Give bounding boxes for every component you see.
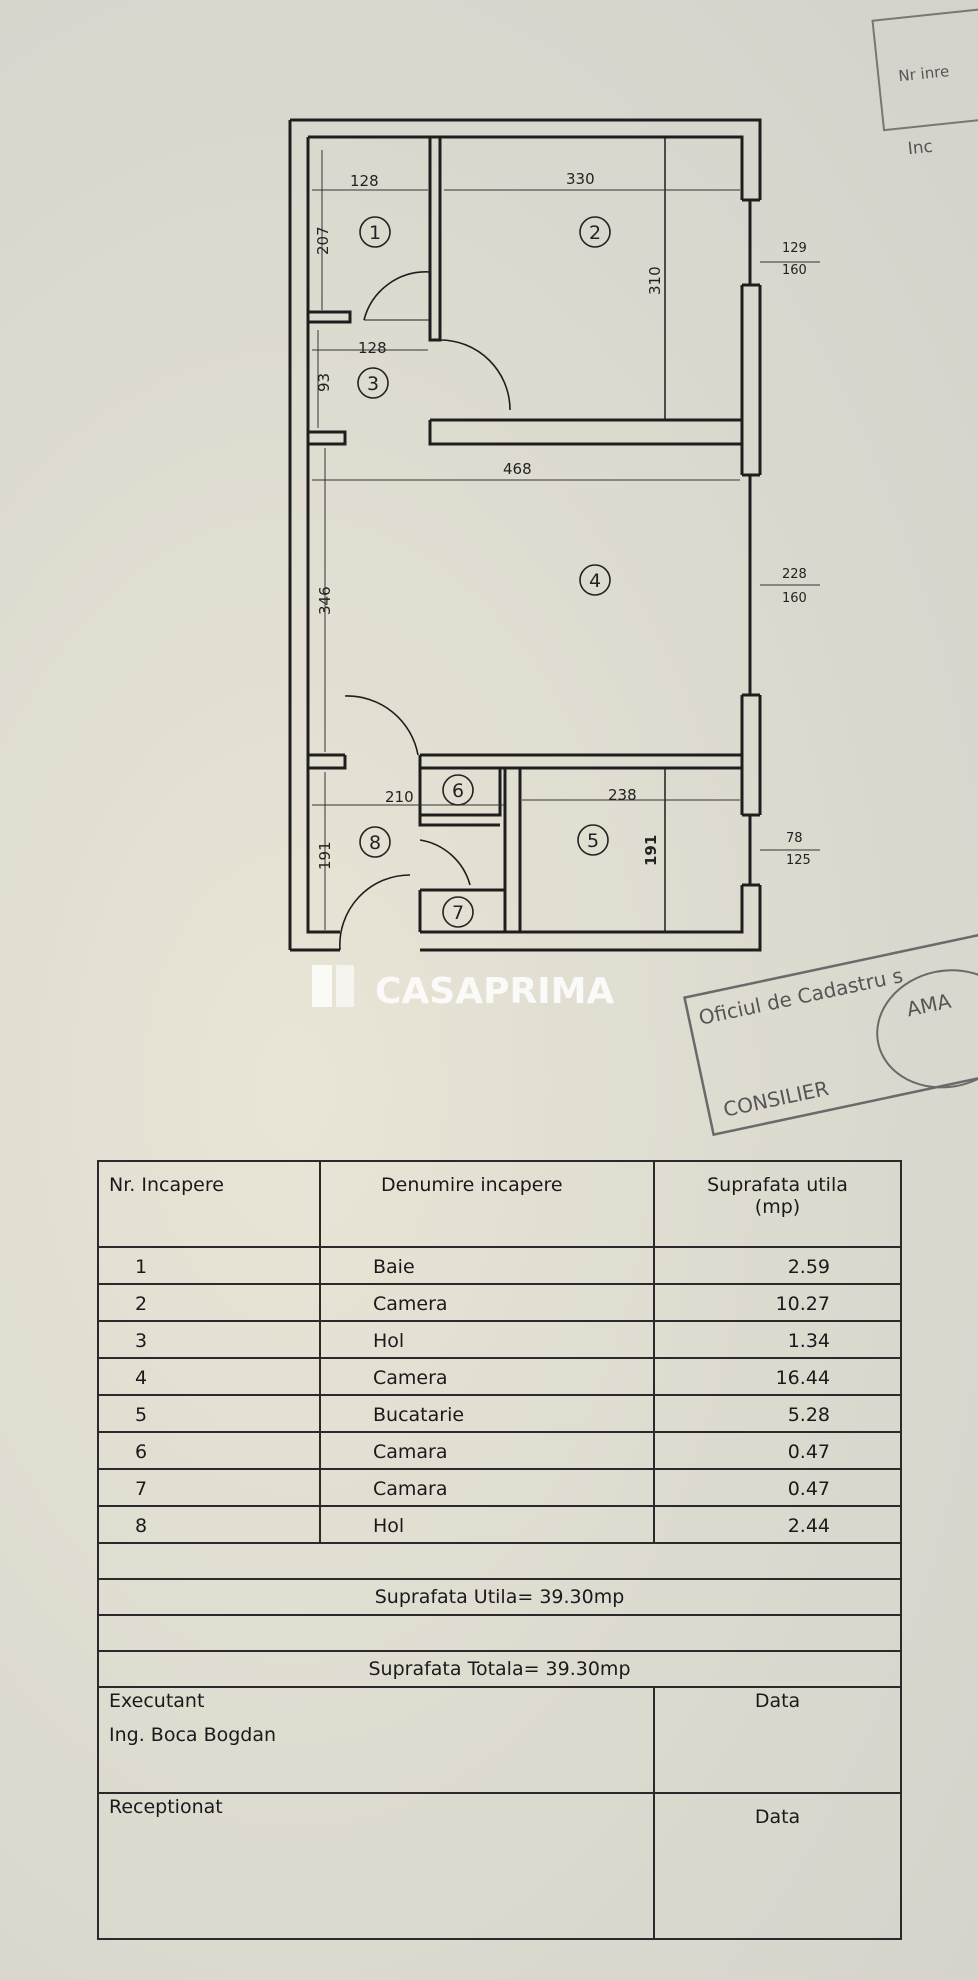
window1-height: 160 (782, 263, 807, 278)
executant-label: Executant (109, 1690, 205, 1712)
row-area: 5.28 (653, 1394, 902, 1433)
table-blank-row (97, 1542, 902, 1580)
total-useful-area: Suprafata Utila= 39.30mp (97, 1578, 902, 1616)
row-area: 2.44 (653, 1505, 902, 1544)
room-number-4: 4 (589, 570, 601, 592)
row-name: Baie (319, 1246, 655, 1285)
receptionat-label: Receptionat (109, 1796, 223, 1818)
dim-room5-height: 191 (642, 835, 660, 866)
total-area: Suprafata Totala= 39.30mp (97, 1650, 902, 1688)
door-swings (339, 271, 511, 951)
header-nr: Nr. Incapere (97, 1160, 321, 1248)
window2-height: 160 (782, 591, 807, 606)
window3-height: 125 (786, 853, 811, 868)
dim-room1-width: 128 (350, 172, 379, 190)
row-nr: 3 (97, 1320, 321, 1359)
room-number-2: 2 (589, 222, 601, 244)
stamp-role-text: CONSILIER (721, 1076, 831, 1122)
room-number-5: 5 (587, 830, 599, 852)
receptionat-row: Receptionat Data (97, 1792, 902, 1940)
row-name: Hol (319, 1505, 655, 1544)
room-number-1: 1 (369, 222, 381, 244)
room-area-table: Nr. Incapere Denumire incapere Suprafata… (97, 1160, 902, 1940)
room-number-7: 7 (452, 902, 464, 924)
executant-date-label: Data (754, 1690, 801, 1712)
window2-width: 228 (782, 567, 807, 582)
dim-room4-height: 346 (316, 586, 334, 615)
row-nr: 5 (97, 1394, 321, 1433)
row-area: 16.44 (653, 1357, 902, 1396)
table-row: 2 Camera 10.27 (97, 1283, 902, 1322)
window3-width: 78 (786, 831, 803, 846)
room-number-3: 3 (367, 373, 379, 395)
watermark-text: CASAPRIMA (375, 971, 614, 1012)
row-name: Camara (319, 1468, 655, 1507)
dim-room1-height: 207 (314, 226, 332, 255)
table-header-row: Nr. Incapere Denumire incapere Suprafata… (97, 1160, 902, 1248)
casaprima-watermark: CASAPRIMA (312, 965, 614, 1012)
table-row: 3 Hol 1.34 (97, 1320, 902, 1359)
header-area: Suprafata utila (mp) (653, 1160, 902, 1248)
row-area: 2.59 (653, 1246, 902, 1285)
executant-cell: Executant Ing. Boca Bogdan (97, 1686, 655, 1794)
stamp-top-right: Nr inre Inc (871, 8, 978, 160)
row-nr: 8 (97, 1505, 321, 1544)
row-name: Hol (319, 1320, 655, 1359)
executant-row: Executant Ing. Boca Bogdan Data (97, 1686, 902, 1794)
table-blank-row (97, 1614, 902, 1652)
table-row: 7 Camara 0.47 (97, 1468, 902, 1507)
dim-room4-width: 468 (503, 460, 532, 478)
row-area: 10.27 (653, 1283, 902, 1322)
receptionat-date-cell: Data (653, 1792, 902, 1940)
total-area-row: Suprafata Totala= 39.30mp (97, 1650, 902, 1688)
dim-room8-height: 191 (316, 841, 334, 870)
row-name: Camera (319, 1283, 655, 1322)
table-row: 6 Camara 0.47 (97, 1431, 902, 1470)
stamp-top-line1: Nr inre (898, 62, 951, 85)
table-row: 1 Baie 2.59 (97, 1246, 902, 1285)
row-name: Bucatarie (319, 1394, 655, 1433)
table-row: 8 Hol 2.44 (97, 1505, 902, 1544)
blank-cell (97, 1614, 902, 1652)
row-nr: 1 (97, 1246, 321, 1285)
header-nr-text: Nr. Incapere (109, 1174, 224, 1196)
row-nr: 2 (97, 1283, 321, 1322)
total-useful-row: Suprafata Utila= 39.30mp (97, 1578, 902, 1616)
table-row: 5 Bucatarie 5.28 (97, 1394, 902, 1433)
header-name: Denumire incapere (319, 1160, 655, 1248)
dim-room2-width: 330 (566, 170, 595, 188)
row-nr: 4 (97, 1357, 321, 1396)
window1-width: 129 (782, 241, 807, 256)
row-name: Camera (319, 1357, 655, 1396)
row-area: 1.34 (653, 1320, 902, 1359)
dim-room6-width: 210 (385, 788, 414, 806)
stamp-cadastru: Oficiul de Cadastru s CONSILIER AMA (683, 931, 978, 1137)
room-number-6: 6 (452, 780, 464, 802)
header-name-text: Denumire incapere (381, 1174, 563, 1196)
blank-cell (97, 1542, 902, 1580)
row-name: Camara (319, 1431, 655, 1470)
receptionat-date-label: Data (754, 1806, 801, 1828)
row-nr: 7 (97, 1468, 321, 1507)
executant-name: Ing. Boca Bogdan (109, 1724, 277, 1746)
dim-room3-height: 93 (315, 373, 333, 392)
row-area: 0.47 (653, 1468, 902, 1507)
header-area-line1: Suprafata utila (707, 1174, 848, 1196)
dim-room5-width: 238 (608, 786, 637, 804)
floor-plan: 128 330 207 310 128 93 468 346 210 238 1… (288, 8, 978, 1137)
room-number-markers (357, 216, 611, 928)
table-row: 4 Camera 16.44 (97, 1357, 902, 1396)
room-number-8: 8 (369, 832, 381, 854)
dimension-lines (312, 150, 820, 930)
executant-date-cell: Data (653, 1686, 902, 1794)
plan-walls (288, 118, 762, 952)
receptionat-cell: Receptionat (97, 1792, 655, 1940)
row-area: 0.47 (653, 1431, 902, 1470)
stamp-top-line2: Inc (907, 137, 934, 160)
dim-room2-height: 310 (646, 266, 664, 295)
row-nr: 6 (97, 1431, 321, 1470)
stamp-seal-text: AMA (904, 989, 953, 1022)
header-area-line2: (mp) (754, 1196, 801, 1218)
dim-room3-width: 128 (358, 339, 387, 357)
